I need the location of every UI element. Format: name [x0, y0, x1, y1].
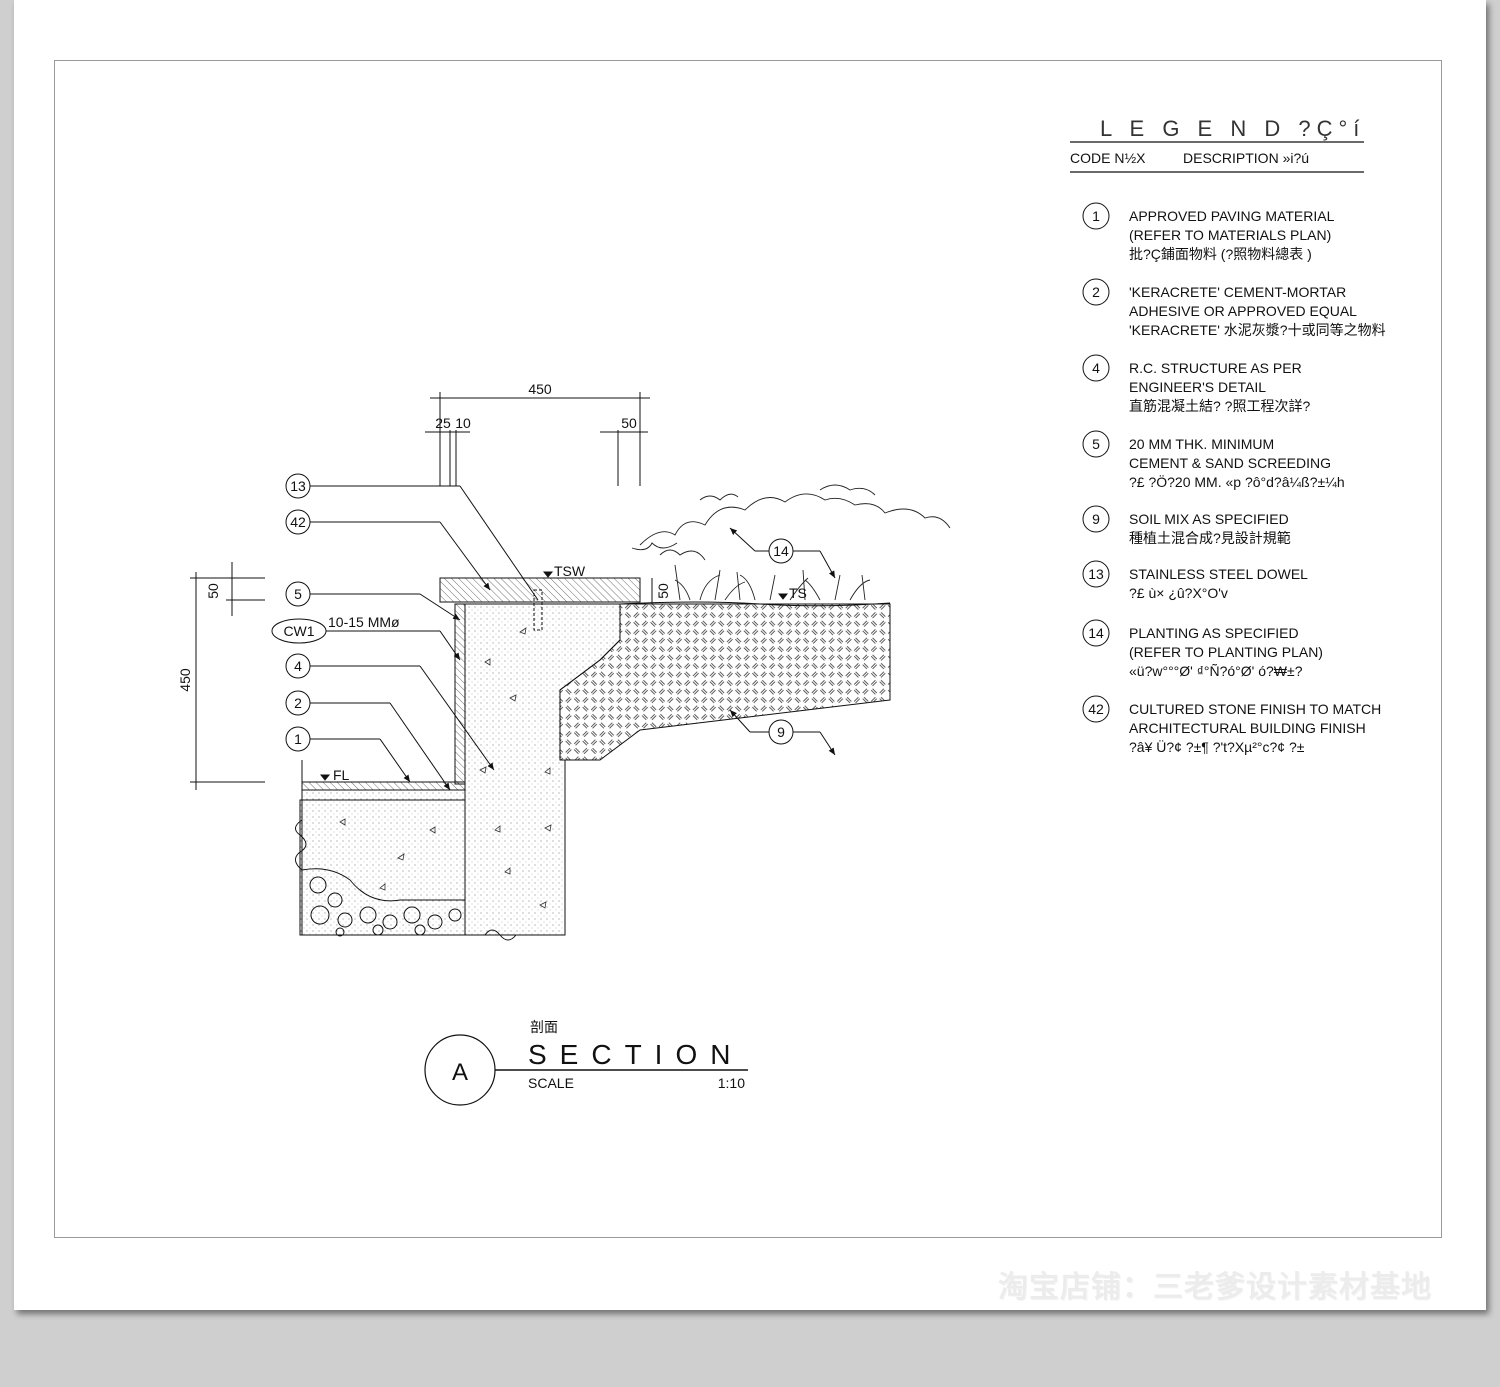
label-cw1: CW1: [283, 623, 314, 639]
legend-item: 2 'KERACRETE' CEMENT-MORTAR ADHESIVE OR AP…: [1082, 278, 1386, 338]
legend-code: 9: [1092, 511, 1100, 527]
callout-2: 2: [294, 695, 302, 711]
scale-value: 1:10: [718, 1075, 745, 1091]
dim-450-left: 450: [177, 668, 193, 692]
legend-description-line: (REFER TO MATERIALS PLAN): [1129, 227, 1331, 243]
ts-level-marker: [777, 593, 789, 600]
legend-code-circle: [1082, 619, 1110, 647]
legend-description-line: APPROVED PAVING MATERIAL: [1129, 208, 1335, 224]
legend-description-line: STAINLESS STEEL DOWEL: [1129, 566, 1308, 582]
callout-5: 5: [294, 586, 302, 602]
rc-structure: [464, 603, 621, 936]
legend-code: 1: [1092, 208, 1100, 224]
legend-description-header: DESCRIPTION »i?ú: [1183, 150, 1309, 166]
legend-description-line: ENGINEER'S DETAIL: [1129, 379, 1266, 395]
legend-item: 14 PLANTING AS SPECIFIED (REFER TO PLANTIN…: [1082, 619, 1323, 679]
tsw-level-marker: [542, 571, 554, 578]
legend-code: 2: [1092, 284, 1100, 300]
legend-item: 13 STAINLESS STEEL DOWEL ?£ ù× ¿û?X°O'v: [1082, 560, 1308, 601]
callouts: [271, 473, 836, 791]
fl-level-marker: [319, 774, 331, 781]
steel-dowel: [533, 589, 543, 631]
label-ts: TS: [789, 585, 807, 601]
legend-description-line: ADHESIVE OR APPROVED EQUAL: [1129, 303, 1357, 319]
legend-items: 1 APPROVED PAVING MATERIAL (REFER TO MATER…: [1082, 202, 1386, 755]
dim-50-top: 50: [621, 415, 637, 431]
legend-description-line: «ü?w°°°Ø' ₫°Ñ?ó°Ø' ó?₩±?: [1129, 663, 1303, 679]
legend-code-circle: [1082, 695, 1110, 723]
legend-description-line: ?£ ù× ¿û?X°O'v: [1129, 585, 1228, 601]
legend-description-line: ?£ ?Ö?20 MM. «p ?ô°d?â¼ß?±¼h: [1129, 473, 1345, 490]
cultured-stone-finish: [454, 603, 466, 785]
legend-description-line: PLANTING AS SPECIFIED: [1129, 625, 1299, 641]
label-dowel-note: 10-15 MMø: [328, 614, 400, 630]
dim-10: 10: [455, 415, 471, 431]
dim-450-top: 450: [528, 381, 552, 397]
callout-4: 4: [294, 658, 302, 674]
legend-code: 4: [1092, 360, 1100, 376]
legend-description-line: 直筋混凝土結? ?照工程次詳?: [1129, 398, 1310, 414]
legend-code-header: CODE N½X: [1070, 150, 1146, 166]
legend-description-line: CULTURED STONE FINISH TO MATCH: [1129, 701, 1381, 717]
legend-title: L E G E N D ?Ç°í: [1100, 116, 1365, 141]
dim-25: 25: [435, 415, 451, 431]
section-title-block: A 剖面 SECTION SCALE 1:10: [424, 1020, 748, 1106]
dimension-left: [190, 562, 653, 790]
legend-description-line: 種植土混合成?見設計規範: [1129, 530, 1291, 546]
callout-14: 14: [773, 543, 789, 559]
legend-description-line: ?â¥ Ü?¢ ?±¶ ?'t?Xµ²°c?¢ ?±: [1129, 738, 1305, 755]
label-fl: FL: [333, 767, 350, 783]
callout-1: 1: [294, 731, 302, 747]
legend-code: 13: [1088, 566, 1104, 582]
legend-code: 14: [1088, 625, 1104, 641]
legend-description-line: ARCHITECTURAL BUILDING FINISH: [1129, 720, 1366, 736]
section-chinese-title: 剖面: [530, 1020, 558, 1036]
legend-description-line: CEMENT & SAND SCREEDING: [1129, 455, 1331, 471]
legend-item: 9 SOIL MIX AS SPECIFIED 種植土混合成?見設計規範: [1082, 505, 1291, 546]
paving-layer: [301, 781, 466, 791]
legend-description-line: 'KERACRETE' 水泥灰漿?十或同等之物料: [1129, 322, 1386, 338]
legend-code-circle: [1082, 354, 1110, 382]
concrete-aggregate: [339, 627, 552, 909]
legend-description-line: R.C. STRUCTURE AS PER: [1129, 360, 1302, 376]
legend-item: 42 CULTURED STONE FINISH TO MATCH ARCHITEC…: [1082, 695, 1381, 755]
section-marker: A: [452, 1059, 468, 1086]
legend: L E G E N D ?Ç°í CODE N½X DESCRIPTION »i…: [1070, 116, 1386, 755]
legend-item: 4 R.C. STRUCTURE AS PER ENGINEER'S DETAIL 直…: [1082, 354, 1310, 414]
gravel-base: [301, 868, 466, 937]
scale-label: SCALE: [528, 1075, 574, 1091]
legend-code-circle: [1082, 505, 1110, 533]
legend-item: 5 20 MM THK. MINIMUM CEMENT & SAND SCREEDI…: [1082, 430, 1345, 490]
callout-13: 13: [290, 478, 306, 494]
callout-9: 9: [777, 724, 785, 740]
legend-description-line: 批?Ç鋪面物料 (?照物料總表 ): [1129, 246, 1312, 262]
screed-layer: [301, 789, 466, 801]
planting: [631, 484, 951, 601]
legend-description-line: 'KERACRETE' CEMENT-MORTAR: [1129, 284, 1346, 300]
section-title: SECTION: [528, 1039, 743, 1070]
dim-50-wall: 50: [655, 583, 671, 599]
legend-code-circle: [1082, 202, 1110, 230]
watermark: 淘宝店铺：三老爹设计素材基地: [998, 1270, 1432, 1305]
legend-description-line: SOIL MIX AS SPECIFIED: [1129, 511, 1289, 527]
legend-code: 42: [1088, 701, 1104, 717]
drawing-annotations: 450 25 10 50 50 450 50 TSW TS FL CW1 10-…: [177, 381, 807, 783]
dimension-top: [425, 392, 650, 486]
section-detail: [190, 392, 951, 941]
label-tsw: TSW: [554, 563, 586, 579]
sheet-border: [54, 60, 1442, 1238]
legend-code-circle: [1082, 430, 1110, 458]
legend-description-line: 20 MM THK. MINIMUM: [1129, 436, 1274, 452]
legend-description-line: (REFER TO PLANTING PLAN): [1129, 644, 1323, 660]
legend-code-circle: [1082, 560, 1110, 588]
dim-50-left: 50: [205, 583, 221, 599]
legend-code-circle: [1082, 278, 1110, 306]
legend-code: 5: [1092, 436, 1100, 452]
legend-item: 1 APPROVED PAVING MATERIAL (REFER TO MATER…: [1082, 202, 1335, 262]
callout-42: 42: [290, 514, 306, 530]
